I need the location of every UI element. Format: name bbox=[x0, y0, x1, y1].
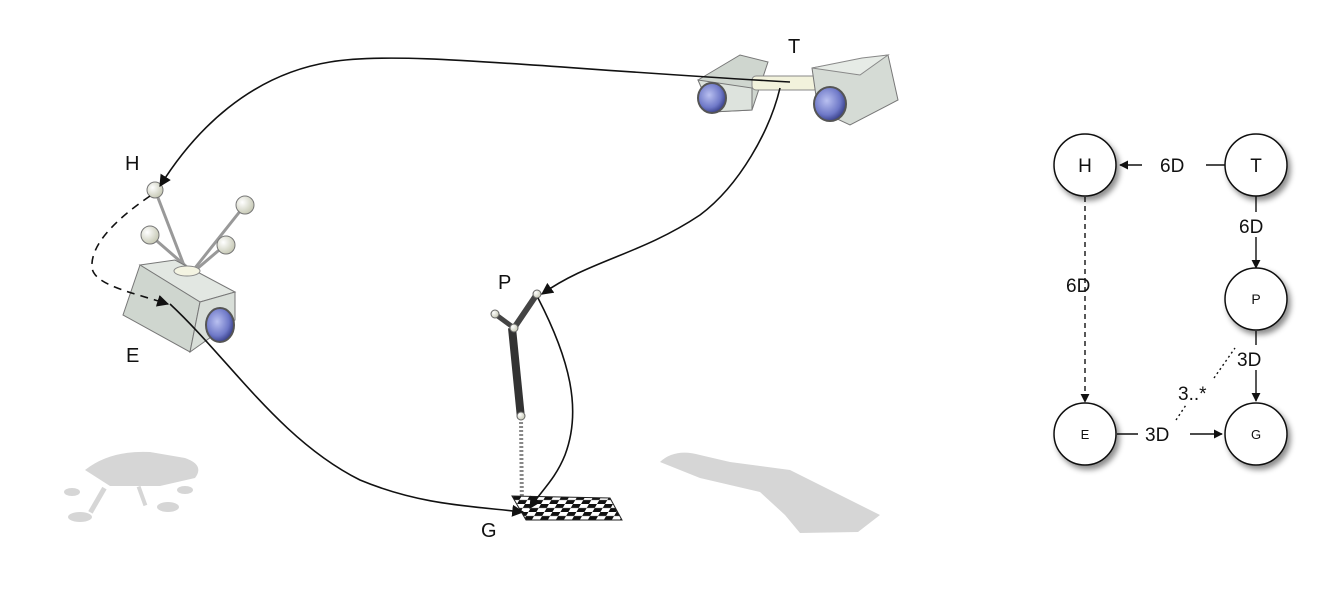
node-label-P: P bbox=[1251, 291, 1260, 307]
node-H: H bbox=[1053, 133, 1117, 197]
edge-label-E-G-alt: 3..* bbox=[1178, 384, 1207, 405]
node-label-G: G bbox=[1251, 427, 1261, 442]
node-label-T: T bbox=[1250, 156, 1262, 177]
tracker-shadow bbox=[660, 452, 880, 533]
endoscope-shadow bbox=[64, 451, 199, 522]
pointer-tool bbox=[490, 289, 542, 513]
endoscope-camera bbox=[122, 181, 255, 354]
scene-arrows bbox=[91, 57, 791, 517]
edge-label-H-E: 6D bbox=[1066, 276, 1090, 297]
node-label-H: H bbox=[1078, 156, 1092, 177]
calibration-grid bbox=[511, 495, 623, 521]
edge-label-T-P: 6D bbox=[1239, 217, 1263, 238]
lens-icon bbox=[205, 307, 235, 343]
node-E: E bbox=[1053, 402, 1117, 466]
edge-E-G-alt bbox=[1175, 347, 1236, 421]
edge-label-T-H: 6D bbox=[1160, 156, 1184, 177]
label-T: T bbox=[788, 36, 800, 58]
node-P: P bbox=[1224, 267, 1288, 331]
arrow-E-to-G bbox=[169, 303, 525, 517]
lens-icon bbox=[813, 86, 847, 122]
arrow-T-to-P bbox=[541, 87, 781, 295]
edge-label-E-G: 3D bbox=[1145, 425, 1169, 446]
transform-graph: 6D 6D 6D 3D 3D 3..* H T P E G bbox=[1053, 133, 1288, 466]
tracking-camera bbox=[697, 54, 899, 126]
node-label-E: E bbox=[1081, 427, 1090, 442]
arrow-H-to-E bbox=[91, 195, 170, 307]
edge-label-P-G: 3D bbox=[1237, 350, 1261, 371]
arrow-T-to-H bbox=[159, 57, 791, 188]
arrow-P-to-G bbox=[529, 297, 574, 510]
label-P: P bbox=[498, 272, 511, 294]
node-T: T bbox=[1224, 133, 1288, 197]
label-E: E bbox=[126, 345, 139, 367]
label-G: G bbox=[481, 520, 497, 542]
label-H: H bbox=[125, 153, 139, 175]
lens-icon bbox=[697, 82, 727, 114]
node-G: G bbox=[1224, 402, 1288, 466]
